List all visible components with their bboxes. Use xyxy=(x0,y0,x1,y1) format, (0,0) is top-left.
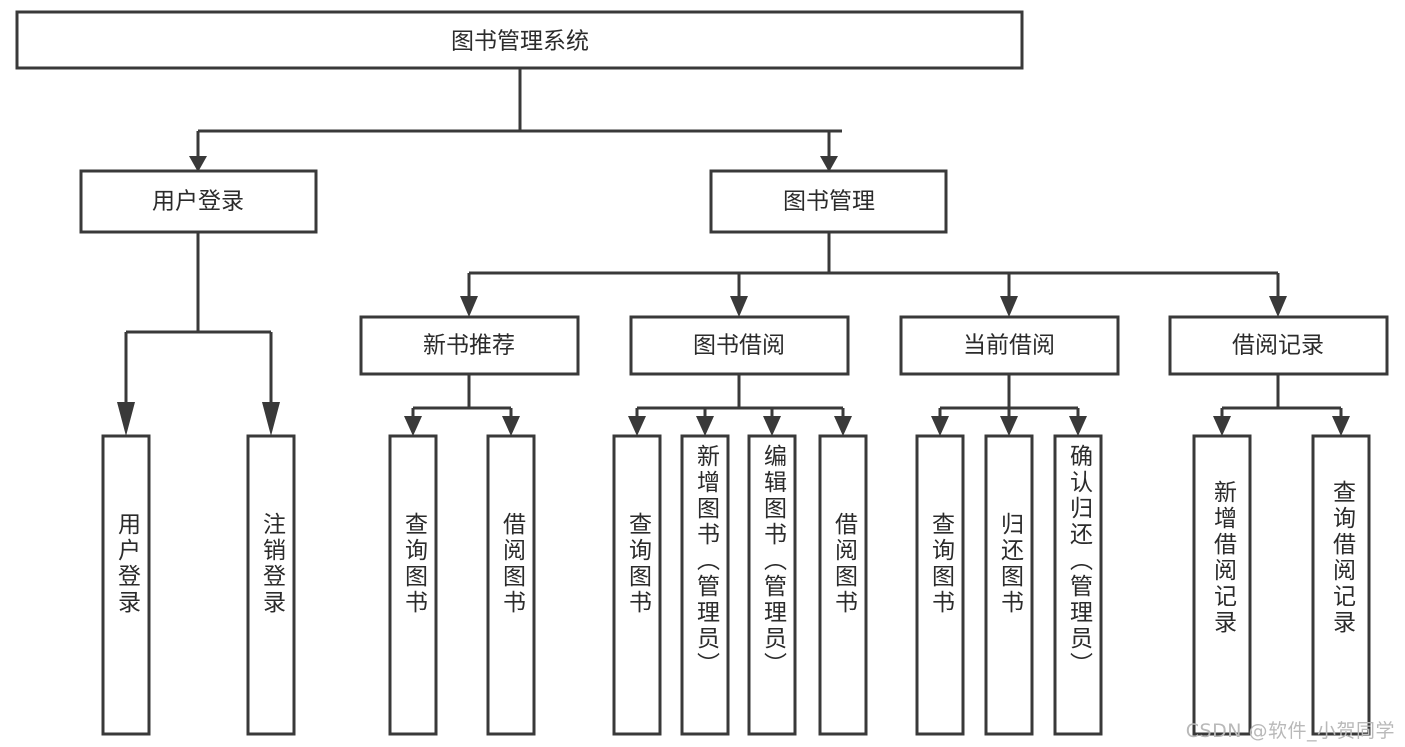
arrow-head-record-leaf-1 xyxy=(1213,416,1231,436)
leaf-box-current-return-book[interactable] xyxy=(984,434,1034,736)
node-new-book-recommend-box[interactable] xyxy=(359,315,580,376)
node-current-borrow[interactable]: 当前借阅 xyxy=(899,315,1120,376)
node-book-manage-box[interactable] xyxy=(709,169,948,234)
leaf-box-current-query-book[interactable] xyxy=(915,434,965,736)
leaf-box-logout[interactable] xyxy=(246,434,296,736)
node-root-box[interactable] xyxy=(15,10,1024,70)
arrow-head-leaf-logout xyxy=(262,402,280,436)
arrow-head-recommend-leaf-1 xyxy=(404,416,422,436)
arrow-head-record xyxy=(1269,296,1287,317)
leaf-label-borrow-add-book: 新增图书（管理员） xyxy=(692,444,719,678)
leaf-label-current-query-book: 查询图书 xyxy=(927,512,954,616)
node-borrow-record-label: 借阅记录 xyxy=(1232,333,1324,359)
leaf-box-user-login[interactable] xyxy=(101,434,151,736)
node-book-borrow-label: 图书借阅 xyxy=(693,333,785,359)
leaf-label-user-login: 用户登录 xyxy=(113,512,140,616)
arrow-head-borrow-leaf-2 xyxy=(696,416,714,436)
leaf-box-borrow-edit-book[interactable] xyxy=(747,434,797,736)
arrow-head-current xyxy=(1000,296,1018,317)
leaf-box-record-query[interactable] xyxy=(1311,434,1371,736)
arrow-head-recommend xyxy=(460,296,478,317)
arrow-head-borrow xyxy=(730,296,748,317)
arrow-head-borrow-leaf-3 xyxy=(763,416,781,436)
node-user-login-box[interactable] xyxy=(79,169,318,234)
node-book-manage[interactable]: 图书管理 xyxy=(709,169,948,234)
node-book-borrow[interactable]: 图书借阅 xyxy=(629,315,850,376)
node-new-book-recommend-label: 新书推荐 xyxy=(423,333,515,359)
leaf-label-record-query: 查询借阅记录 xyxy=(1328,480,1355,636)
leaf-box-current-confirm-return[interactable] xyxy=(1053,434,1103,736)
node-borrow-record-box[interactable] xyxy=(1168,315,1389,376)
arrow-head-record-leaf-2 xyxy=(1332,416,1350,436)
arrow-head-recommend-leaf-2 xyxy=(502,416,520,436)
arrow-head-current-leaf-1 xyxy=(931,416,949,436)
node-borrow-record[interactable]: 借阅记录 xyxy=(1168,315,1389,376)
node-new-book-recommend[interactable]: 新书推荐 xyxy=(359,315,580,376)
node-root[interactable]: 图书管理系统 xyxy=(15,10,1024,70)
leaf-box-recommend-borrow-book[interactable] xyxy=(486,434,536,736)
leaf-box-record-add[interactable] xyxy=(1192,434,1252,736)
arrow-head-user-login xyxy=(189,156,207,172)
arrow-head-book-manage xyxy=(820,156,838,172)
connector-group xyxy=(117,68,1350,436)
node-current-borrow-label: 当前借阅 xyxy=(963,333,1055,359)
node-user-login-label: 用户登录 xyxy=(152,189,244,215)
leaf-label-current-confirm-return: 确认归还（管理员） xyxy=(1065,444,1092,678)
leaf-label-borrow-edit-book: 编辑图书（管理员） xyxy=(759,444,786,678)
leaf-label-current-return-book: 归还图书 xyxy=(996,512,1023,616)
leaf-label-logout: 注销登录 xyxy=(258,512,285,616)
leaf-box-recommend-query-book[interactable] xyxy=(388,434,438,736)
leaf-label-recommend-borrow-book: 借阅图书 xyxy=(498,512,525,616)
node-user-login[interactable]: 用户登录 xyxy=(79,169,318,234)
arrow-head-borrow-leaf-1 xyxy=(628,416,646,436)
leaf-label-recommend-query-book: 查询图书 xyxy=(400,512,427,616)
leaf-label-borrow-borrow-book: 借阅图书 xyxy=(830,512,857,616)
node-book-borrow-box[interactable] xyxy=(629,315,850,376)
node-root-label: 图书管理系统 xyxy=(451,29,589,55)
arrow-head-borrow-leaf-4 xyxy=(834,416,852,436)
arrow-head-current-leaf-2 xyxy=(1000,416,1018,436)
leaf-box-borrow-borrow-book[interactable] xyxy=(818,434,868,736)
leaf-box-borrow-add-book[interactable] xyxy=(680,434,730,736)
arrow-head-leaf-user-login xyxy=(117,402,135,436)
arrow-head-current-leaf-3 xyxy=(1069,416,1087,436)
node-current-borrow-box[interactable] xyxy=(899,315,1120,376)
node-book-manage-label: 图书管理 xyxy=(783,189,875,215)
leaf-label-borrow-query-book: 查询图书 xyxy=(624,512,651,616)
leaf-box-borrow-query-book[interactable] xyxy=(612,434,662,736)
leaf-label-record-add: 新增借阅记录 xyxy=(1209,480,1236,636)
